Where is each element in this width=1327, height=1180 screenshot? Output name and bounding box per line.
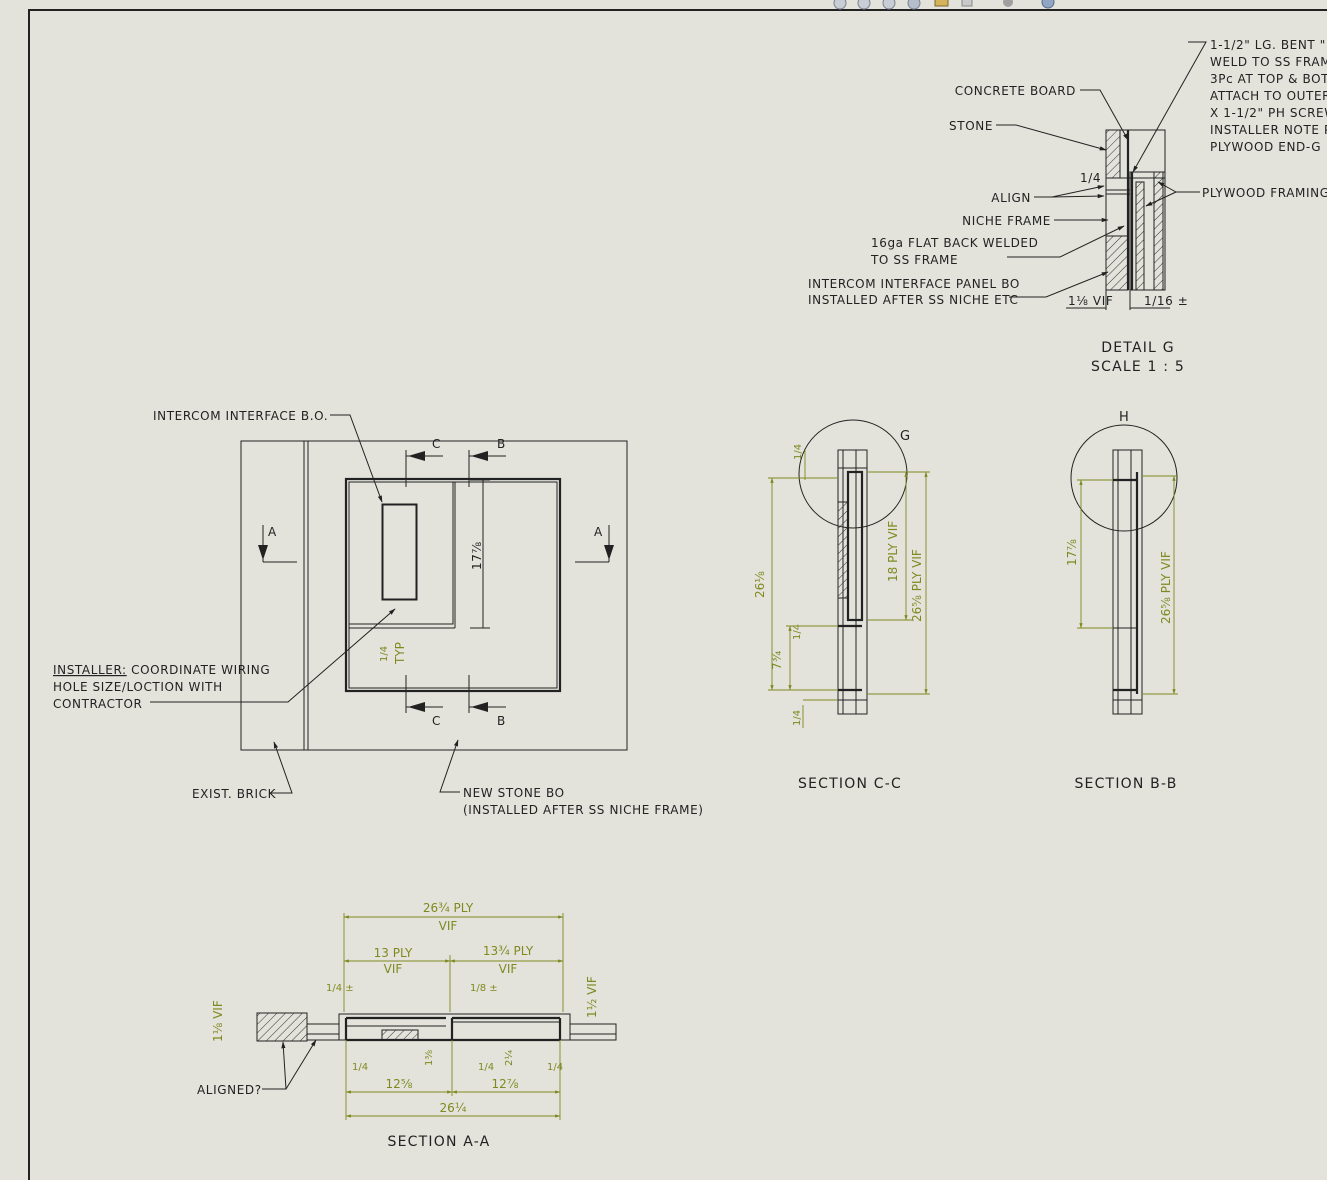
aa-dim-right-vif: VIF bbox=[499, 962, 518, 976]
section-bb-title: SECTION B-B bbox=[1074, 776, 1177, 792]
previous-view-icon[interactable] bbox=[882, 0, 896, 10]
aa-dim-right-vif-v: 1½ VIF bbox=[585, 976, 599, 1018]
section-aa-title: SECTION A-A bbox=[388, 1134, 491, 1150]
detail-g-dim-right: 1/16 ± bbox=[1144, 294, 1188, 308]
detail-g-title: DETAIL G bbox=[1101, 340, 1175, 356]
detail-h-callout: H bbox=[1119, 410, 1129, 425]
front-view: A A C B C B 17⅞ 1/4 TYP INTERCO bbox=[53, 409, 704, 817]
aa-dim-tol-left: 1/4 ± bbox=[326, 983, 354, 994]
installer-label: INSTALLER: bbox=[53, 663, 127, 677]
aa-dim-w-left: 12⅝ bbox=[386, 1077, 413, 1091]
bb-dim-left: 17⅞ bbox=[1065, 539, 1079, 566]
aa-dim-tol-mid: 1/8 ± bbox=[470, 983, 498, 994]
detail-g-note-2: WELD TO SS FRAM bbox=[1210, 55, 1327, 69]
aa-dim-left-vif-v: 1⅛ VIF bbox=[211, 1000, 225, 1042]
section-mark-b-bottom: B bbox=[497, 714, 506, 728]
cc-dim-bottom: 1/4 bbox=[792, 710, 803, 726]
front-dim-height: 17⅞ bbox=[470, 541, 484, 570]
hide-show-icon[interactable] bbox=[1003, 0, 1013, 7]
zoom-icon[interactable] bbox=[833, 0, 847, 10]
detail-g: 1-1/2" LG. BENT "L" WELD TO SS FRAM 3Pc … bbox=[808, 38, 1327, 375]
detail-g-note-4: ATTACH TO OUTER bbox=[1210, 89, 1327, 103]
installer-note-line-3: CONTRACTOR bbox=[53, 697, 142, 711]
detail-g-dim-left: 1⅛ VIF bbox=[1068, 294, 1113, 308]
concrete-board-label: CONCRETE BOARD bbox=[955, 84, 1076, 98]
aa-dim-overall-vif: VIF bbox=[439, 919, 458, 933]
bb-dim-right: 26⅝ PLY VIF bbox=[1159, 551, 1173, 624]
detail-g-note-7: PLYWOOD END-G bbox=[1210, 140, 1321, 154]
section-mark-c-top: C bbox=[432, 437, 441, 451]
flat-back-label-1: 16ga FLAT BACK WELDED bbox=[871, 236, 1038, 250]
detail-g-note-1: 1-1/2" LG. BENT "L" bbox=[1210, 38, 1327, 52]
new-stone-label-2: (INSTALLED AFTER SS NICHE FRAME) bbox=[463, 803, 704, 817]
section-bb: H 17⅞ 26⅝ PLY VIF SECTION B-B bbox=[1065, 410, 1178, 792]
cc-dim-overall: 26⅛ bbox=[753, 571, 767, 598]
cc-dim-ply2: 26⅝ PLY VIF bbox=[910, 549, 924, 622]
stone-label: STONE bbox=[949, 119, 993, 133]
detail-g-scale: SCALE 1 : 5 bbox=[1091, 359, 1185, 375]
installer-note-line-1: INSTALLER: COORDINATE WIRING bbox=[53, 663, 270, 677]
aa-dim-overall: 26¼ bbox=[440, 1101, 467, 1115]
plywood-framing-label: PLYWOOD FRAMING bbox=[1202, 186, 1327, 200]
sheet-border bbox=[28, 9, 1327, 1180]
detail-g-callout: G bbox=[900, 429, 910, 444]
section-mark-c-bottom: C bbox=[432, 714, 441, 728]
cc-dim-top: 1/4 bbox=[793, 444, 804, 460]
aa-dim-q3: 1/4 bbox=[547, 1062, 563, 1073]
aa-dim-left-vif: VIF bbox=[384, 962, 403, 976]
align-label: ALIGN bbox=[991, 191, 1031, 205]
intercom-bo-label: INTERCOM INTERFACE B.O. bbox=[153, 409, 328, 423]
section-aa: 26¾ PLY VIF 13 PLY VIF 13¾ PLY VIF 1/4 ±… bbox=[197, 901, 617, 1150]
aa-dim-right-ply: 13¾ PLY bbox=[483, 944, 534, 958]
aa-dim-q2: 1/4 bbox=[478, 1062, 494, 1073]
aa-dim-left-ply: 13 PLY bbox=[374, 946, 413, 960]
view-settings-icon[interactable] bbox=[934, 0, 949, 7]
installer-note-line-2: HOLE SIZE/LOCTION WITH bbox=[53, 680, 223, 694]
detail-g-note-3: 3Pc AT TOP & BOT bbox=[1210, 72, 1327, 86]
installer-note-text: COORDINATE WIRING bbox=[127, 663, 271, 677]
niche-frame-label: NICHE FRAME bbox=[962, 214, 1051, 228]
section-mark-a-left: A bbox=[268, 525, 277, 539]
rotate-icon[interactable] bbox=[907, 0, 921, 10]
aa-dim-depth-b: 2¼ bbox=[503, 1050, 515, 1066]
zoom-area-icon[interactable] bbox=[857, 0, 871, 10]
aa-dim-w-right: 12⅞ bbox=[492, 1077, 519, 1091]
front-dim-typ-value: 1/4 bbox=[379, 646, 390, 662]
display-style-icon[interactable] bbox=[961, 0, 973, 7]
cc-dim-small: 1/4 bbox=[792, 624, 803, 640]
aa-dim-q1: 1/4 bbox=[352, 1062, 368, 1073]
front-dim-typ: TYP bbox=[393, 642, 407, 665]
detail-g-note-6: INSTALLER NOTE PI bbox=[1210, 123, 1327, 137]
exist-brick-label: EXIST. BRICK bbox=[192, 787, 277, 801]
aa-dim-depth-a: 1⅜ bbox=[424, 1050, 435, 1066]
flat-back-label-2: TO SS FRAME bbox=[870, 253, 958, 267]
detail-g-dim-align: 1/4 bbox=[1080, 171, 1101, 185]
section-cc: G 1/4 26⅛ 7¾ 1/4 1/4 18 PLY VIF 26⅝ PLY … bbox=[753, 419, 930, 792]
new-stone-label-1: NEW STONE BO bbox=[463, 786, 565, 800]
aa-dim-overall-ply: 26¾ PLY bbox=[423, 901, 474, 915]
section-mark-a-right: A bbox=[594, 525, 603, 539]
appearance-icon[interactable] bbox=[1041, 0, 1055, 9]
view-toolbar[interactable] bbox=[833, 0, 1055, 10]
section-cc-title: SECTION C-C bbox=[798, 776, 902, 792]
section-mark-b-top: B bbox=[497, 437, 506, 451]
intercom-panel-label-2: INSTALLED AFTER SS NICHE ETC bbox=[808, 293, 1018, 307]
cc-dim-lower: 7¾ bbox=[770, 650, 784, 670]
intercom-panel-label-1: INTERCOM INTERFACE PANEL BO bbox=[808, 277, 1020, 291]
cc-dim-ply: 18 PLY VIF bbox=[886, 521, 900, 582]
aligned-note: ALIGNED? bbox=[197, 1083, 262, 1097]
detail-g-note-5: X 1-1/2" PH SCREW bbox=[1210, 106, 1327, 120]
